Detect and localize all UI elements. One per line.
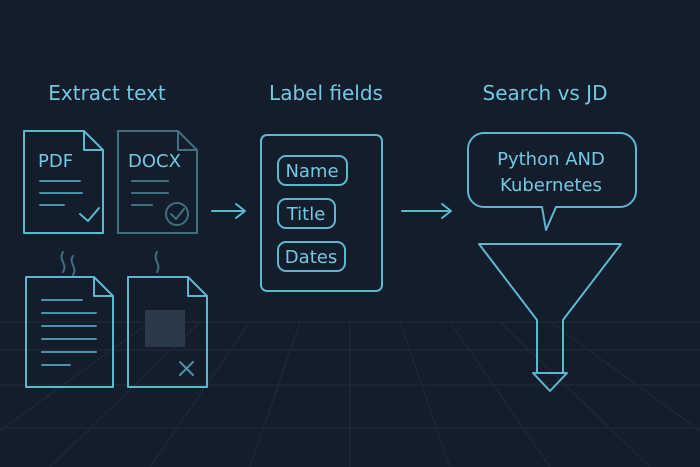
arrow-right-icon [401,203,452,219]
step-title-label: Label fields [269,81,383,105]
query-line-1: Python AND [497,149,605,170]
funnel-icon [478,243,622,374]
field-chip-dates: Dates [277,241,346,272]
text-document-icon [25,276,114,388]
form-card [260,134,383,292]
floor-grid [0,321,700,467]
check-icon [79,207,100,222]
field-label-title: Title [286,204,326,225]
docx-label: DOCX [128,151,181,172]
check-circle-icon [165,202,189,226]
x-mark-icon [179,361,194,376]
failed-document-icon [127,276,208,388]
field-label-name: Name [285,161,338,182]
step-title-search: Search vs JD [483,81,608,105]
field-label-dates: Dates [285,247,337,268]
arrow-right-icon [211,203,246,219]
field-chip-title: Title [277,198,336,229]
field-chip-name: Name [277,155,348,186]
step-title-extract: Extract text [48,81,166,105]
docx-document-icon: DOCX [117,130,198,234]
image-placeholder [145,310,185,347]
query-line-2: Kubernetes [500,175,602,196]
speech-bubble-icon: Python AND Kubernetes [467,132,637,231]
steam-icon [60,251,160,276]
arrow-down-icon [532,372,568,392]
pdf-document-icon: PDF [23,130,104,234]
pdf-label: PDF [38,151,73,172]
